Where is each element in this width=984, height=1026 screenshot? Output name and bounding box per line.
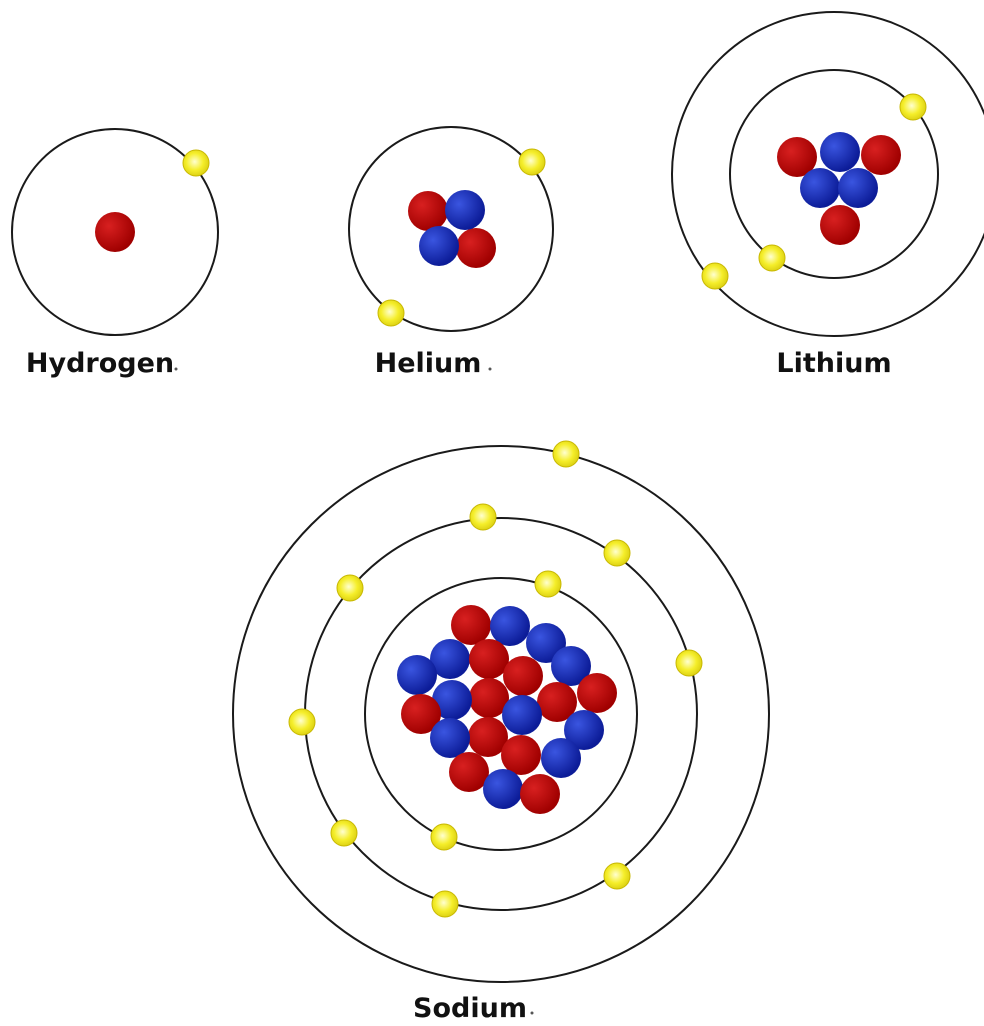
neutron-icon (820, 132, 860, 172)
proton-icon (449, 752, 489, 792)
label-dot (174, 367, 178, 371)
atom-helium: Helium (348, 126, 554, 379)
electron-icon (336, 574, 364, 602)
orbit-shell-1 (729, 69, 939, 279)
electron-icon (288, 708, 316, 736)
orbits (671, 11, 984, 337)
orbits (11, 128, 219, 336)
proton-icon (469, 639, 509, 679)
orbit-shell-2 (671, 11, 984, 337)
electron-icon (675, 649, 703, 677)
atom-hydrogen: Hydrogen (11, 128, 219, 379)
electrons (288, 440, 703, 918)
nucleus (777, 132, 901, 245)
electron-icon (534, 570, 562, 598)
neutron-icon (430, 718, 470, 758)
electron-icon (518, 148, 546, 176)
orbit-shell-3 (232, 445, 770, 983)
neutron-icon (838, 168, 878, 208)
orbit-shell-1 (364, 577, 638, 851)
proton-icon (777, 137, 817, 177)
electron-icon (430, 823, 458, 851)
atom-label-lithium: Lithium (776, 348, 891, 379)
neutron-icon (541, 738, 581, 778)
neutron-icon (564, 710, 604, 750)
electron-icon (552, 440, 580, 468)
electron-icon (469, 503, 497, 531)
neutron-icon (800, 168, 840, 208)
neutron-icon (483, 769, 523, 809)
atom-lithium: Lithium (671, 11, 984, 379)
proton-icon (468, 717, 508, 757)
electrons (701, 93, 927, 290)
electron-icon (758, 244, 786, 272)
orbits (348, 126, 554, 332)
proton-icon (451, 605, 491, 645)
orbit-shell-1 (348, 126, 554, 332)
atom-label-hydrogen: Hydrogen (26, 348, 174, 379)
electron-icon (182, 149, 210, 177)
label-dot (488, 367, 492, 371)
electron-icon (377, 299, 405, 327)
proton-icon (503, 656, 543, 696)
atom-label-sodium: Sodium (413, 993, 527, 1024)
proton-icon (456, 228, 496, 268)
label-dot (530, 1011, 534, 1015)
nucleus (397, 605, 617, 814)
neutron-icon (551, 646, 591, 686)
proton-icon (95, 212, 135, 252)
proton-icon (861, 135, 901, 175)
electron-icon (603, 539, 631, 567)
neutron-icon (430, 639, 470, 679)
electron-icon (701, 262, 729, 290)
nucleus (95, 212, 135, 252)
neutron-icon (445, 190, 485, 230)
neutron-icon (397, 655, 437, 695)
neutron-icon (432, 680, 472, 720)
neutron-icon (419, 226, 459, 266)
atom-sodium: Sodium (232, 440, 770, 1024)
proton-icon (408, 191, 448, 231)
atom-label-helium: Helium (375, 348, 482, 379)
proton-icon (501, 735, 541, 775)
neutron-icon (502, 695, 542, 735)
neutron-icon (490, 606, 530, 646)
proton-icon (820, 205, 860, 245)
electrons (182, 149, 210, 177)
electron-icon (899, 93, 927, 121)
electron-icon (431, 890, 459, 918)
proton-icon (537, 682, 577, 722)
nucleus (408, 190, 496, 268)
electrons (377, 148, 546, 327)
proton-icon (577, 673, 617, 713)
proton-icon (401, 694, 441, 734)
orbit-shell-1 (11, 128, 219, 336)
proton-icon (520, 774, 560, 814)
electron-icon (603, 862, 631, 890)
proton-icon (469, 678, 509, 718)
electron-icon (330, 819, 358, 847)
